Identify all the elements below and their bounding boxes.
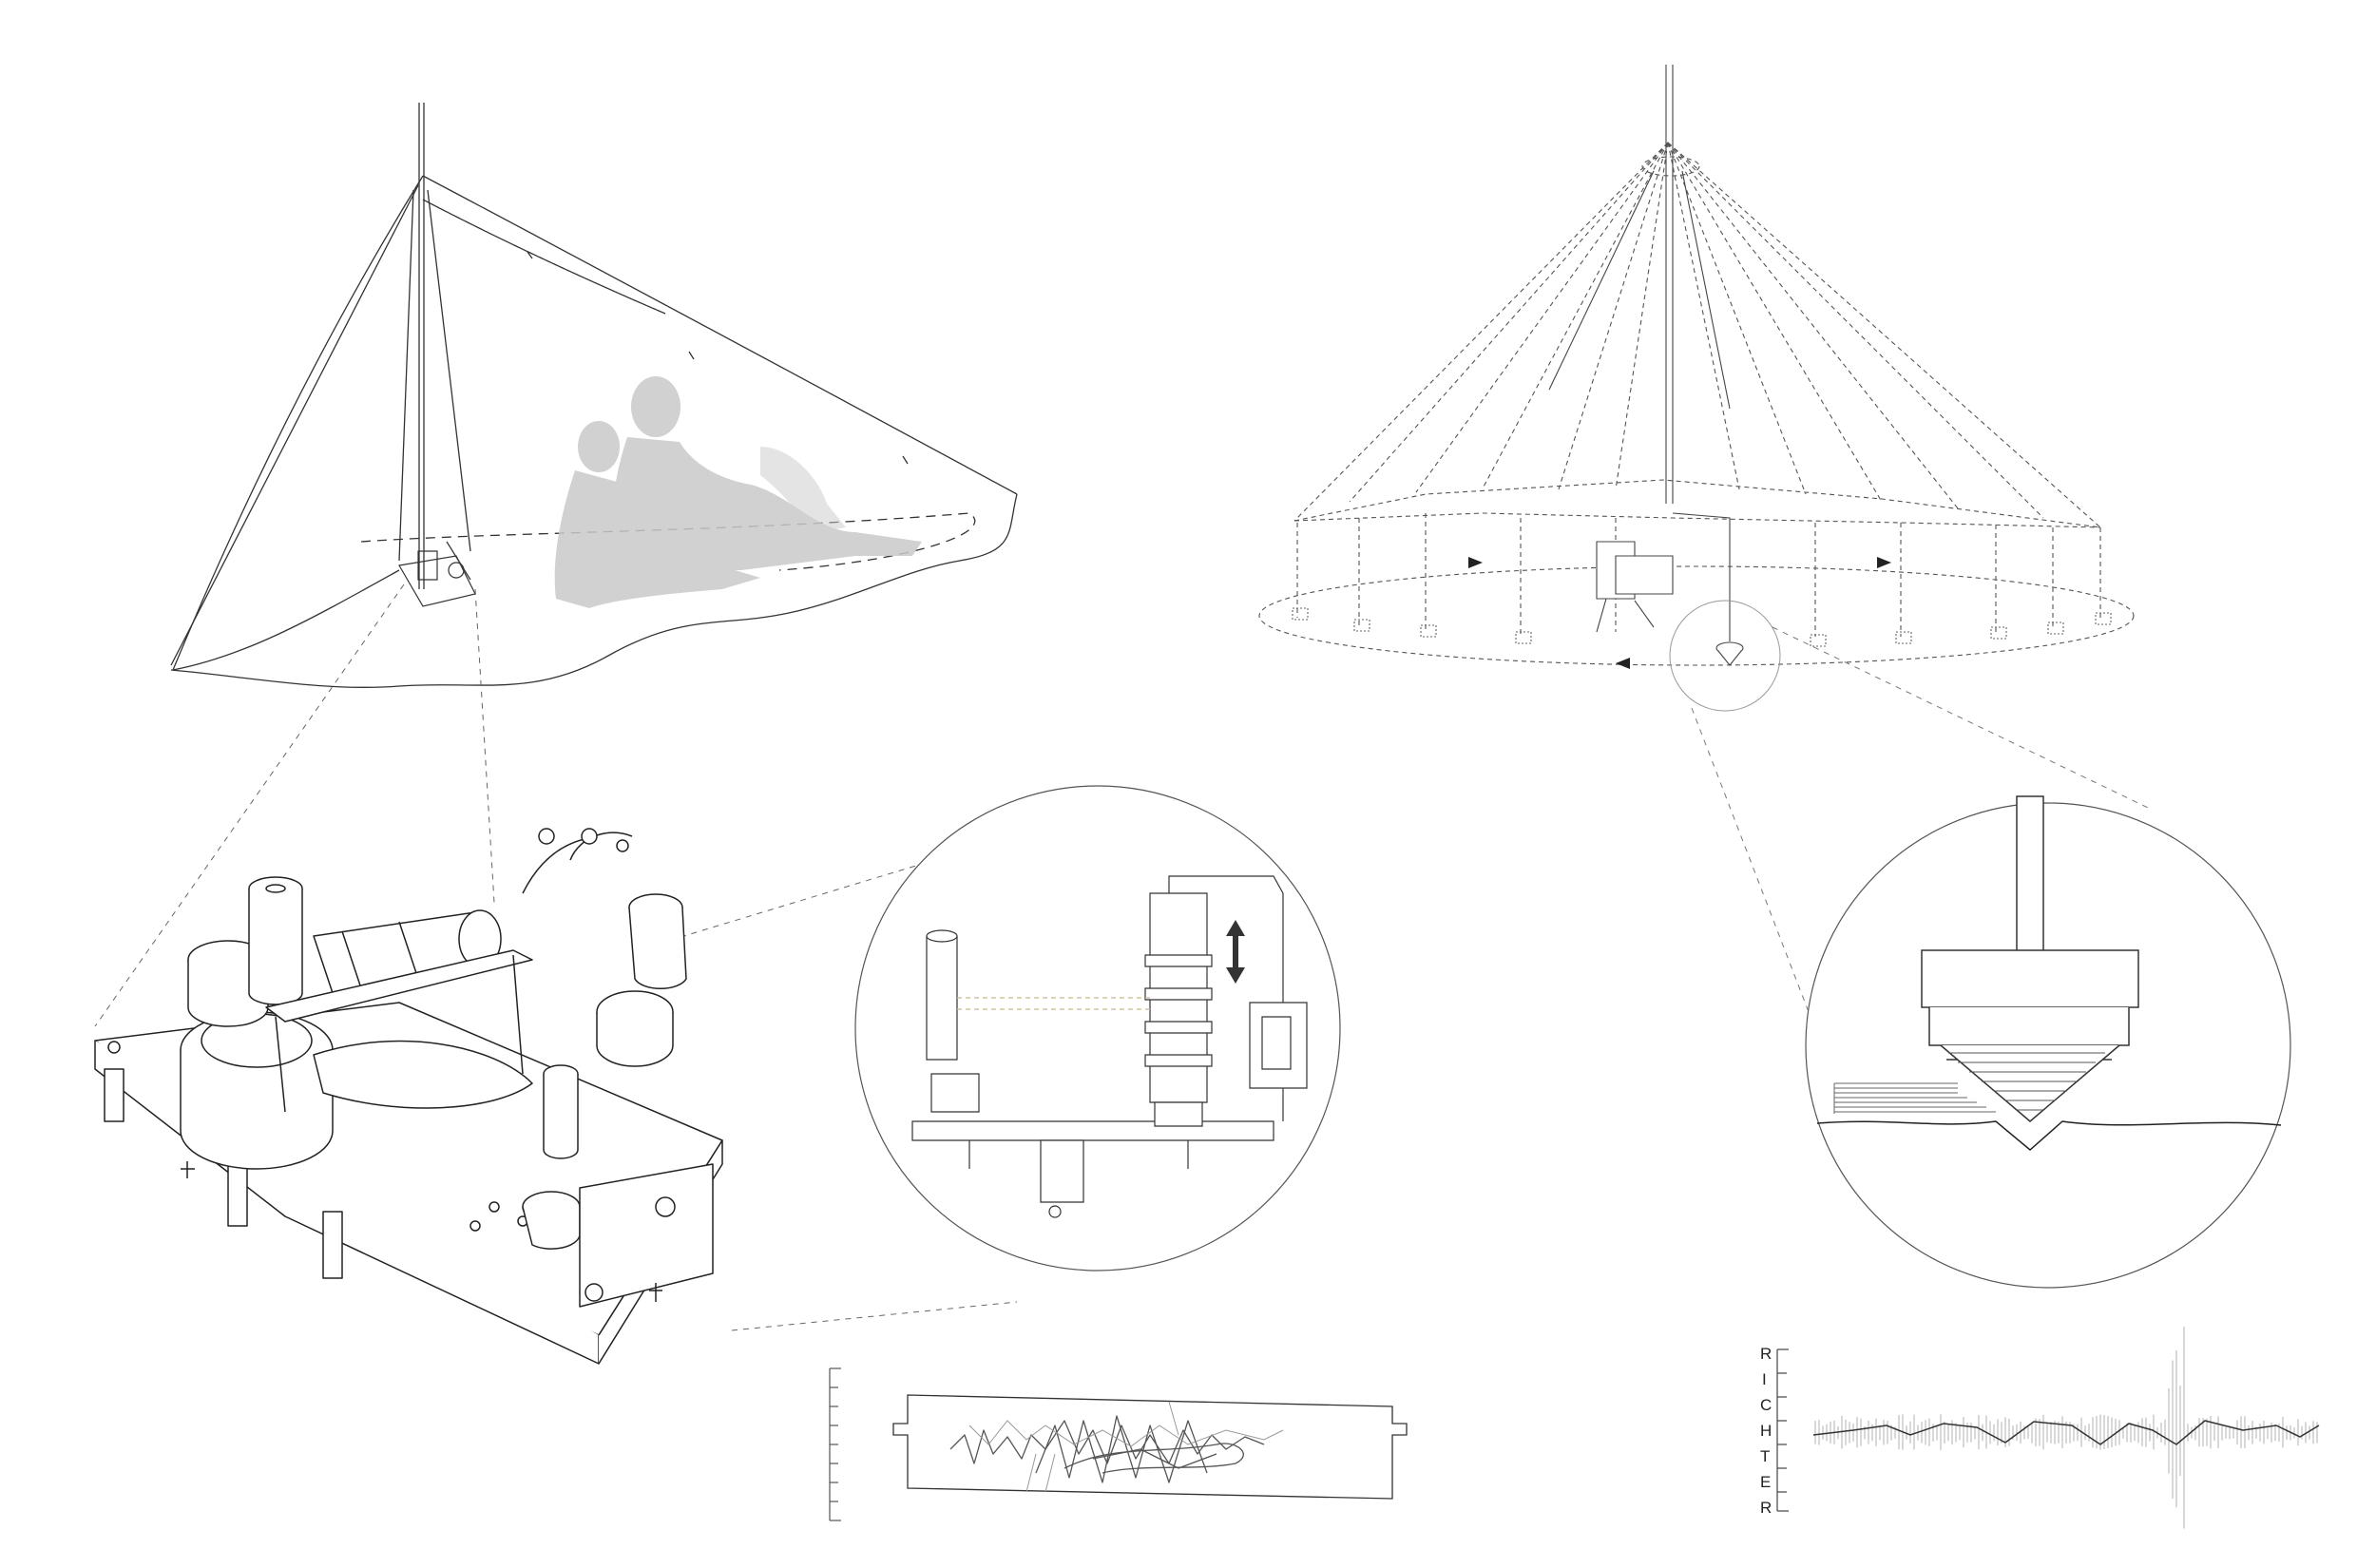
richter-letter: T (1760, 1447, 1770, 1465)
projection-lines-right (1692, 627, 2148, 1017)
circle-detail-drawing-arm (855, 786, 1340, 1271)
people-silhouettes (554, 376, 922, 608)
seismic-noise-trace (1815, 1327, 2317, 1528)
projection-lines-left (95, 584, 1017, 1330)
richter-seismograph: R I C H T E R (1760, 1327, 2319, 1528)
recording-machine (95, 829, 722, 1364)
richter-letter: R (1760, 1345, 1772, 1363)
recording-strip (830, 1368, 1407, 1520)
richter-letter: E (1760, 1473, 1771, 1491)
pen-highlight-circle (1670, 601, 1780, 711)
richter-letter: R (1760, 1499, 1772, 1517)
richter-letter: H (1760, 1422, 1772, 1440)
richter-letter: C (1760, 1396, 1772, 1414)
rotation-arrow-icon (1468, 557, 1483, 568)
tent-machine-small (399, 542, 475, 606)
vertical-double-arrow-icon (1226, 920, 1245, 984)
seismic-baseline-trace (1813, 1421, 2319, 1444)
tent-illustration (171, 103, 1017, 687)
richter-letter: I (1762, 1370, 1767, 1388)
rotation-arrow-icon (1877, 557, 1891, 568)
rotation-arrow-icon (1616, 658, 1630, 669)
richter-label: R I C H T E R (1760, 1345, 1772, 1517)
umbrella-installation (1259, 65, 2134, 669)
circle-detail-pen-tip (1806, 796, 2290, 1288)
